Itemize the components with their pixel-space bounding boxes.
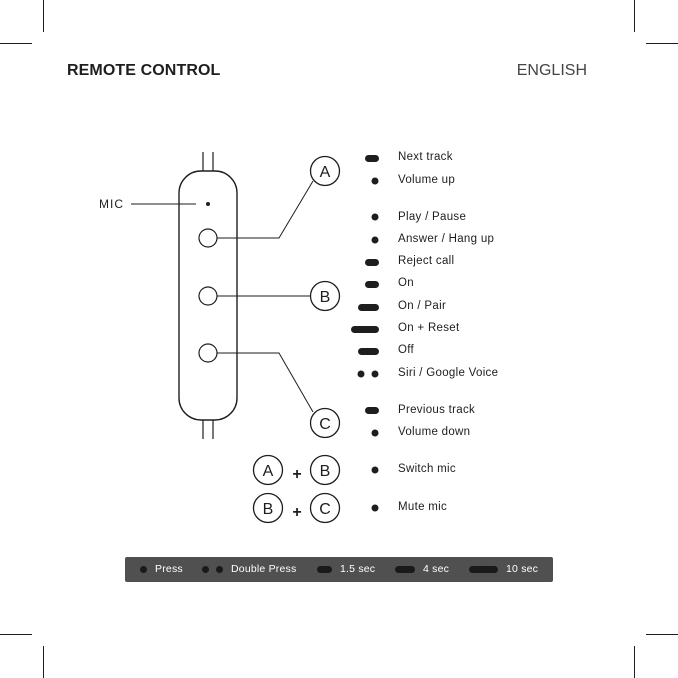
function-label-off: Off (398, 344, 415, 356)
plus-sign: + (292, 466, 301, 483)
combo-letter: C (319, 501, 331, 518)
page-title: REMOTE CONTROL (67, 62, 221, 79)
cable (202, 152, 214, 439)
combo-letter: B (320, 463, 331, 480)
mark-10-sec (351, 326, 379, 333)
mark-press (371, 213, 379, 221)
legend-label-double-press: Double Press (231, 563, 297, 575)
function-label-play-pause: Play / Pause (398, 211, 467, 223)
mark-double-press (357, 370, 365, 378)
combo-letter: A (263, 463, 274, 480)
combo-switch-mic: A + B (252, 454, 341, 486)
function-label-volume-up: Volume up (398, 174, 456, 186)
legend-label-10-sec: 10 sec (506, 563, 539, 575)
crop-mark (43, 0, 44, 32)
crop-mark (0, 43, 32, 44)
callout-a: A (309, 155, 341, 187)
remote-button-a[interactable] (198, 228, 218, 248)
legend-label-4-sec: 4 sec (423, 563, 450, 575)
crop-mark (634, 646, 635, 678)
callout-b-letter: B (320, 289, 331, 306)
function-label-volume-down: Volume down (398, 426, 471, 438)
action-marks (351, 155, 379, 512)
mark-press (371, 466, 379, 474)
remote-button-c[interactable] (198, 343, 218, 363)
function-label-reject-call: Reject call (398, 255, 455, 267)
mark-4-sec (358, 304, 379, 311)
function-label-on-reset: On + Reset (398, 322, 460, 334)
mark-1-5-sec (365, 407, 379, 414)
crop-mark (0, 634, 32, 635)
callout-a-letter: A (320, 164, 331, 181)
function-label-previous-track: Previous track (398, 404, 476, 416)
legend-label-press: Press (155, 563, 183, 575)
function-label-answer-hang-up: Answer / Hang up (398, 233, 495, 245)
mark-1-5-sec (365, 281, 379, 288)
function-label-next-track: Next track (398, 151, 453, 163)
double-dot-icon (202, 566, 209, 573)
callout-b: B (309, 280, 341, 312)
medium-dash-icon (395, 566, 415, 573)
combo-mute-mic: B + C (252, 492, 341, 524)
press-dot-icon (140, 566, 147, 573)
mark-double-press (371, 370, 379, 378)
function-label-siri-google-voice: Siri / Google Voice (398, 367, 499, 379)
remote-button-b[interactable] (198, 286, 218, 306)
legend-bar: Press Double Press 1.5 sec 4 sec 10 sec (125, 557, 553, 582)
leader-line-c (217, 352, 314, 413)
function-label-on-pair: On / Pair (398, 300, 447, 312)
mark-1-5-sec (365, 259, 379, 266)
short-dash-icon (317, 566, 332, 573)
mic-label: MIC (99, 197, 124, 211)
crop-mark (43, 646, 44, 678)
mark-1-5-sec (365, 155, 379, 162)
leader-line-a (217, 180, 314, 239)
callout-c-letter: C (319, 416, 331, 433)
double-dot-icon (216, 566, 223, 573)
function-label-mute-mic: Mute mic (398, 501, 448, 513)
language-label: ENGLISH (516, 62, 587, 79)
mark-press (371, 429, 379, 437)
mic-hole (206, 202, 210, 206)
crop-mark (646, 634, 678, 635)
mark-4-sec (358, 348, 379, 355)
function-label-on: On (398, 277, 414, 289)
plus-sign: + (292, 504, 301, 521)
function-label-switch-mic: Switch mic (398, 463, 456, 475)
legend-label-1-5-sec: 1.5 sec (340, 563, 376, 575)
callout-c: C (309, 407, 341, 439)
crop-mark (634, 0, 635, 32)
long-dash-icon (469, 566, 498, 573)
mark-press (371, 504, 379, 512)
mark-press (371, 236, 379, 244)
mark-press (371, 177, 379, 185)
combo-letter: B (263, 501, 274, 518)
crop-mark (646, 43, 678, 44)
